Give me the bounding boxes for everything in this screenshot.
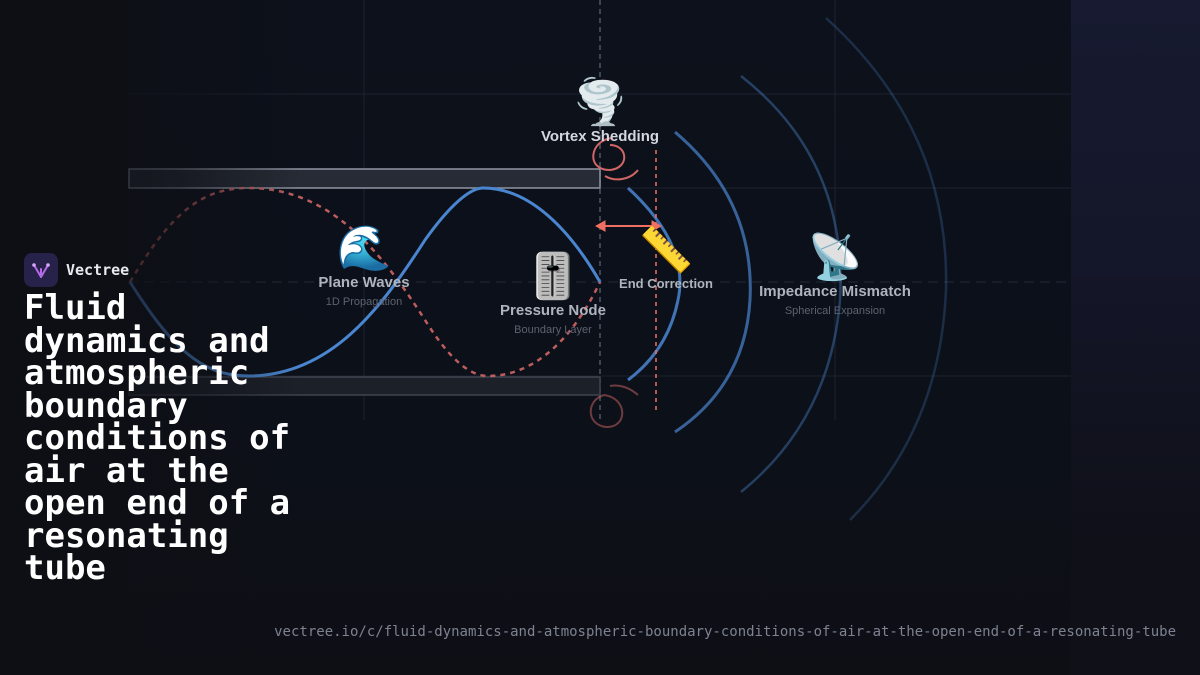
right-glow [1071,0,1200,675]
tube-top-wall [128,168,601,189]
water-wave-icon: 🌊 [336,223,392,274]
page-url[interactable]: vectree.io/c/fluid-dynamics-and-atmosphe… [274,624,1176,640]
node-end-correction: 📏 End Correction [619,225,713,292]
page-title: Fluid dynamics and atmospheric boundary … [24,288,291,588]
brand: Vectree [24,253,129,287]
level-slider-icon: 🎚️ [525,251,581,302]
node-label: Pressure Node [500,302,606,319]
node-plane-waves: 🌊 Plane Waves 1D Propagation [318,223,410,309]
node-sublabel: 1D Propagation [325,296,403,308]
node-sublabel: Boundary Layer [514,324,592,336]
node-label: Vortex Shedding [540,128,660,145]
node-label: Plane Waves [318,274,410,291]
vortex-curls [589,137,639,429]
node-label: Impedance Mismatch [759,283,911,300]
satellite-antenna-icon: 📡 [807,232,863,283]
node-label: End Correction [619,276,713,291]
radiating-wavefronts [626,17,948,521]
node-pressure-node: 🎚️ Pressure Node Boundary Layer [500,251,606,337]
brand-name: Vectree [66,261,130,279]
ruler-icon: 📏 [638,225,694,276]
node-sublabel: Spherical Expansion [784,305,886,317]
vectree-logo-icon [24,253,58,287]
node-vortex-shedding: 🌪️ Vortex Shedding [540,77,660,146]
tornado-icon: 🌪️ [572,77,628,128]
node-impedance-mismatch: 📡 Impedance Mismatch Spherical Expansion [759,232,911,318]
end-correction-arrow [594,220,663,232]
